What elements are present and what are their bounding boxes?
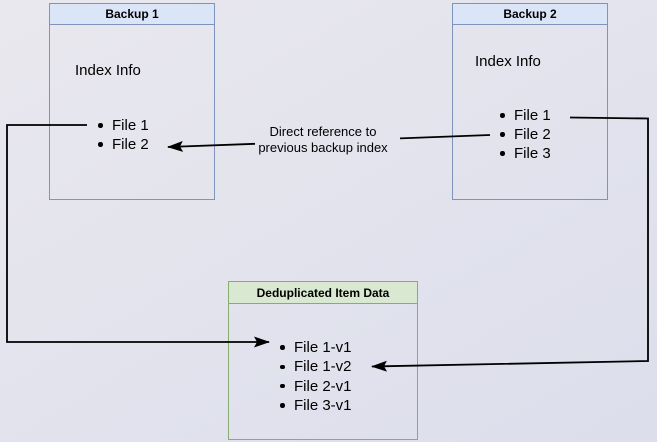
list-item: File 2-v1 xyxy=(280,377,352,396)
list-item: File 1 xyxy=(500,106,551,125)
list-item: File 2 xyxy=(500,125,551,144)
backup2-index-info-label: Index Info xyxy=(475,53,541,70)
backup1-index-info-label: Index Info xyxy=(75,62,141,79)
backup1-node: Backup 1 xyxy=(49,3,215,200)
backup1-title: Backup 1 xyxy=(50,4,214,25)
list-item: File 1 xyxy=(98,116,149,135)
list-item: File 2 xyxy=(98,135,149,154)
backup2-title: Backup 2 xyxy=(453,4,607,25)
direct-reference-label-line2: previous backup index xyxy=(258,140,388,155)
direct-reference-label: Direct reference to previous backup inde… xyxy=(238,124,408,156)
list-item: File 3 xyxy=(500,144,551,163)
list-item: File 1-v2 xyxy=(280,357,352,376)
direct-reference-label-line1: Direct reference to xyxy=(269,124,377,139)
list-item: File 1-v1 xyxy=(280,338,352,357)
list-item: File 3-v1 xyxy=(280,396,352,415)
backup2-node: Backup 2 xyxy=(452,3,608,200)
dedup-title: Deduplicated Item Data xyxy=(229,282,417,304)
